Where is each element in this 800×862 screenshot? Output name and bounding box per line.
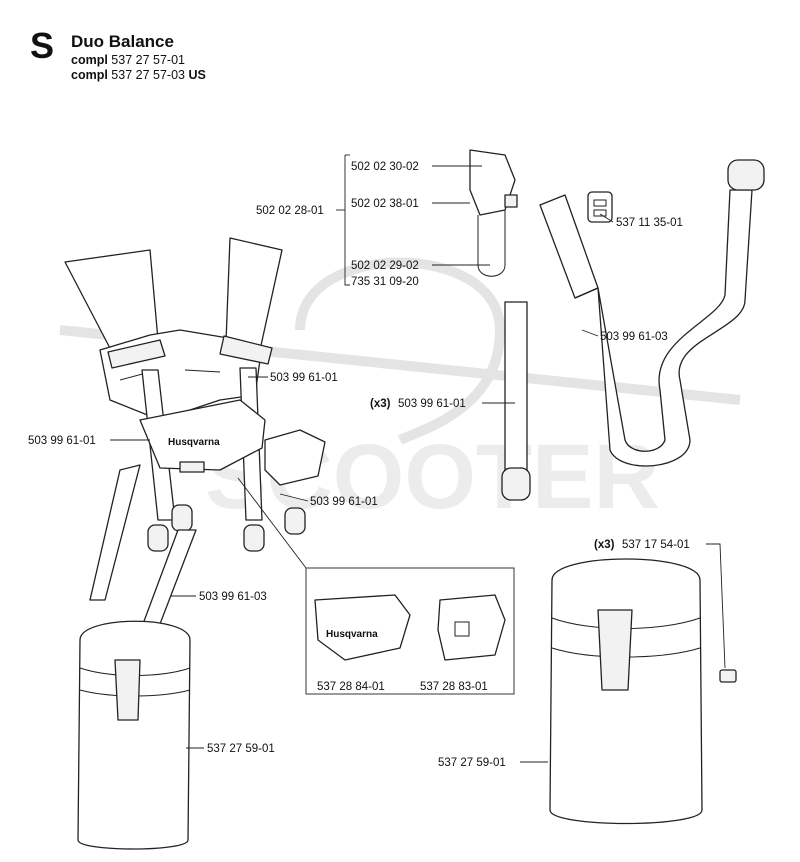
strap-tip-4 — [284, 507, 306, 535]
header-line-1: compl 537 27 57-01 — [71, 53, 185, 67]
callout-537-28-83-01: 537 28 83-01 — [420, 681, 488, 693]
leader-503-99-61-01-lower — [279, 493, 309, 502]
hip-pad-right-slot — [454, 621, 470, 637]
right-bag — [549, 558, 737, 825]
callout-502-02-28-01: 502 02 28-01 — [256, 205, 324, 217]
callout-502-02-38-01: 502 02 38-01 — [351, 198, 419, 210]
strap-tip-2 — [171, 504, 193, 532]
side-strap — [89, 464, 141, 601]
header-line-1-number: 537 27 57-01 — [111, 53, 185, 67]
detail-logo-text: Husqvarna — [326, 629, 378, 640]
strap-tip-3 — [243, 524, 265, 552]
buckle-slot-2 — [593, 209, 607, 217]
header-line-1-prefix: compl — [71, 53, 108, 67]
strap-tip-1 — [147, 524, 169, 552]
leader-lines — [110, 165, 726, 763]
callout-503-99-61-01-center: 503 99 61-01 — [398, 398, 466, 410]
callout-537-11-35-01: 537 11 35-01 — [616, 217, 683, 229]
right-bag-body — [549, 558, 703, 825]
callout-537-27-59-01-right: 537 27 59-01 — [438, 757, 506, 769]
page-title: Duo Balance — [71, 32, 174, 51]
left-bag-body — [77, 620, 191, 850]
callout-503-99-61-03-right: 503 99 61-03 — [600, 331, 668, 343]
bracket-line — [344, 155, 350, 286]
hook-screw — [504, 194, 518, 208]
right-strap-buckle — [219, 335, 273, 365]
buckle-slot-1 — [593, 199, 607, 207]
callout-502-02-29-02: 502 02 29-02 — [351, 260, 419, 272]
header-line-2-suffix: US — [188, 68, 206, 82]
header-line-2-number: 537 27 57-03 — [111, 68, 185, 82]
harness-logo-text: Husqvarna — [168, 437, 220, 448]
single-strap-tip — [501, 467, 531, 501]
right-strap-lower — [574, 189, 753, 467]
right-strap-end-cap — [727, 159, 765, 191]
hip-belt-center — [139, 399, 266, 471]
callout-537-28-84-01: 537 28 84-01 — [317, 681, 385, 693]
callout-labels: 502 02 30-02 502 02 38-01 502 02 28-01 5… — [28, 161, 690, 769]
right-shoulder-strap — [225, 237, 283, 351]
harness-assembly: Husqvarna — [64, 237, 326, 651]
header-line-2-prefix: compl — [71, 68, 108, 82]
hook-loop — [477, 210, 506, 277]
callout-503-99-61-01-lower: 503 99 61-01 — [310, 496, 378, 508]
right-long-strap — [539, 159, 765, 467]
callout-537-17-54-01: 537 17 54-01 — [622, 539, 690, 551]
detail-inset: Husqvarna — [237, 477, 515, 695]
callout-537-27-59-01-left: 537 27 59-01 — [207, 743, 275, 755]
callout-503-99-61-01-left: 503 99 61-01 — [28, 435, 96, 447]
left-bag — [77, 620, 191, 850]
hip-pad-right-detail — [437, 594, 506, 661]
strap-adjuster-buckle — [587, 191, 613, 223]
single-strap-body — [504, 301, 528, 475]
right-bag-clip — [597, 609, 633, 691]
leader-537-17-54-01 — [706, 543, 726, 669]
watermark-swoosh — [295, 257, 506, 445]
left-bag-clip — [114, 659, 141, 721]
leader-537-11-35-01 — [599, 213, 614, 223]
callout-735-31-09-20: 735 31 09-20 — [351, 276, 419, 288]
detail-inset-frame — [305, 567, 515, 695]
callout-qty-strap: (x3) — [370, 398, 391, 410]
left-strap-buckle — [107, 339, 166, 369]
bag-screw — [719, 669, 737, 683]
callout-503-99-61-01-strap: 503 99 61-01 — [270, 372, 338, 384]
header-line-2: compl 537 27 57-03 US — [71, 68, 206, 82]
callout-502-02-30-02: 502 02 30-02 — [351, 161, 419, 173]
leader-503-99-61-03-right — [581, 329, 599, 337]
hip-belt-tab — [179, 461, 205, 473]
hip-pad-left-detail — [314, 594, 411, 661]
single-strap — [501, 301, 531, 501]
callout-qty-screw: (x3) — [594, 539, 615, 551]
detail-inset-leader — [237, 477, 307, 569]
callout-503-99-61-03-left: 503 99 61-03 — [199, 591, 267, 603]
hip-pad-right — [264, 429, 326, 486]
section-letter: S — [30, 25, 55, 66]
